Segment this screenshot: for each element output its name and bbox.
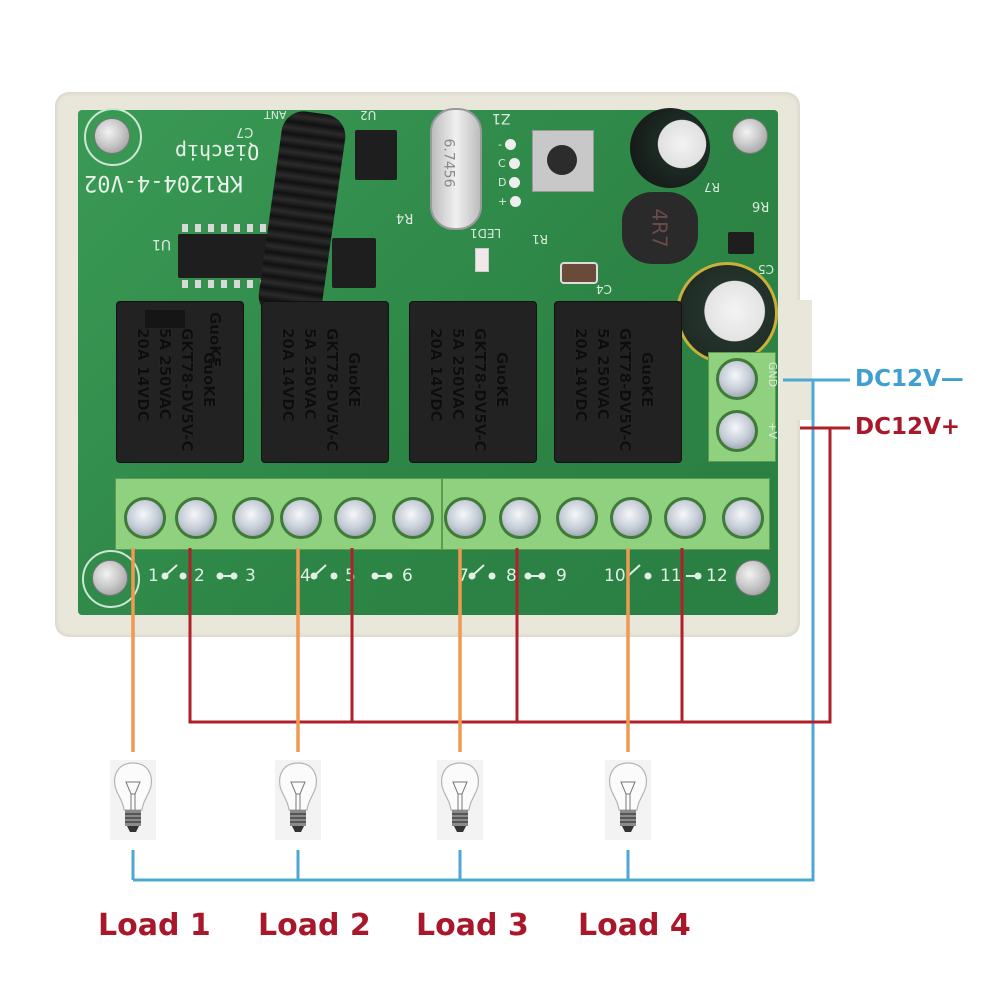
chip-pins bbox=[182, 280, 280, 288]
header-pin-label: + bbox=[498, 195, 508, 208]
relay-marking bbox=[145, 310, 185, 328]
terminal-screw-11[interactable] bbox=[664, 497, 706, 539]
programming-header: - C D + bbox=[498, 138, 522, 208]
no-contact-symbol-4 bbox=[627, 564, 652, 580]
terminal-screw-8[interactable] bbox=[499, 497, 541, 539]
enclosure-tab bbox=[790, 300, 812, 420]
positive-rail-wire bbox=[188, 428, 832, 724]
mounting-screw-icon bbox=[94, 118, 130, 154]
relay-1: GuoKE GuoKE GKT78-DV5V-C 5A 250VAC 20A 1… bbox=[117, 302, 243, 462]
capacitor-c4 bbox=[560, 262, 598, 284]
mounting-screw-icon bbox=[732, 118, 768, 154]
output-terminal-block-left bbox=[115, 478, 442, 550]
header-pin-label: D bbox=[498, 176, 507, 189]
load-label-1: Load 1 bbox=[98, 908, 211, 943]
chip-pins bbox=[182, 224, 280, 232]
crystal-oscillator bbox=[430, 108, 482, 230]
electrolytic-capacitor bbox=[630, 108, 710, 188]
relay-4: GuoKE GKT78-DV5V-C 5A 250VAC 20A 14VDC bbox=[555, 302, 681, 462]
header-pin-label: C bbox=[498, 157, 506, 170]
nc-contact-symbol-1 bbox=[216, 572, 238, 580]
light-bulb-icon bbox=[605, 760, 651, 844]
terminal-screw-9[interactable] bbox=[556, 497, 598, 539]
chip-u3 bbox=[332, 238, 376, 288]
terminal-screw-4[interactable] bbox=[280, 497, 322, 539]
terminal-label-6: 6 bbox=[402, 566, 413, 586]
terminal-label-4: 4 bbox=[300, 566, 311, 586]
output-terminal-block-right bbox=[442, 478, 770, 550]
power-inductor bbox=[622, 192, 698, 264]
no-contact-symbol-1 bbox=[161, 564, 187, 580]
terminal-label-12: 12 bbox=[706, 566, 728, 586]
header-pin-label: - bbox=[498, 138, 502, 151]
terminal-label-7: 7 bbox=[458, 566, 469, 586]
contact-symbols bbox=[161, 564, 702, 580]
load-label-4: Load 4 bbox=[578, 908, 691, 943]
light-bulb-icon bbox=[437, 760, 483, 844]
header-pin bbox=[504, 139, 516, 150]
nc-contact-symbol-4 bbox=[686, 572, 702, 580]
chip-u2 bbox=[355, 130, 397, 180]
terminal-screw-6[interactable] bbox=[392, 497, 434, 539]
terminal-screw-10[interactable] bbox=[610, 497, 652, 539]
terminal-label-9: 9 bbox=[556, 566, 567, 586]
nc-contact-symbol-3 bbox=[524, 572, 546, 580]
no-contact-symbol-3 bbox=[468, 564, 496, 580]
nc-contact-symbol-2 bbox=[371, 572, 393, 580]
terminal-screw-1[interactable] bbox=[124, 497, 166, 539]
terminal-screw-12[interactable] bbox=[722, 497, 764, 539]
light-bulb-icon bbox=[110, 760, 156, 844]
terminal-screw-5[interactable] bbox=[334, 497, 376, 539]
terminal-label-3: 3 bbox=[245, 566, 256, 586]
header-pin bbox=[508, 158, 520, 169]
led-indicator bbox=[475, 248, 489, 272]
no-contact-symbol-2 bbox=[310, 564, 338, 580]
terminal-label-10: 10 bbox=[604, 566, 626, 586]
terminal-label-11: 11 bbox=[660, 566, 682, 586]
terminal-screw-7[interactable] bbox=[444, 497, 486, 539]
load-label-2: Load 2 bbox=[258, 908, 371, 943]
load-label-3: Load 3 bbox=[416, 908, 529, 943]
terminal-screw-vplus[interactable] bbox=[716, 410, 758, 452]
terminal-screw-2[interactable] bbox=[175, 497, 217, 539]
negative-rail-wire bbox=[133, 380, 815, 882]
dc-positive-label: DC12V+ bbox=[855, 414, 961, 440]
mounting-hole-ring bbox=[82, 550, 140, 608]
mounting-hole-ring bbox=[84, 108, 142, 166]
light-bulb-icon bbox=[275, 760, 321, 844]
terminal-screw-3[interactable] bbox=[232, 497, 274, 539]
header-pin bbox=[509, 177, 521, 188]
relay-2: GuoKE GKT78-DV5V-C 5A 250VAC 20A 14VDC bbox=[262, 302, 388, 462]
terminal-label-8: 8 bbox=[506, 566, 517, 586]
chip-regulator bbox=[728, 232, 754, 254]
terminal-label-5: 5 bbox=[345, 566, 356, 586]
terminal-screw-gnd[interactable] bbox=[716, 358, 758, 400]
header-pin bbox=[510, 196, 522, 207]
learn-button[interactable] bbox=[547, 145, 577, 175]
relay-3: GuoKE GKT78-DV5V-C 5A 250VAC 20A 14VDC bbox=[410, 302, 536, 462]
dc-negative-label: DC12V— bbox=[855, 366, 964, 392]
mounting-screw-icon bbox=[735, 560, 771, 596]
terminal-label-2: 2 bbox=[194, 566, 205, 586]
mounting-screw-icon bbox=[92, 560, 128, 596]
terminal-label-1: 1 bbox=[148, 566, 159, 586]
